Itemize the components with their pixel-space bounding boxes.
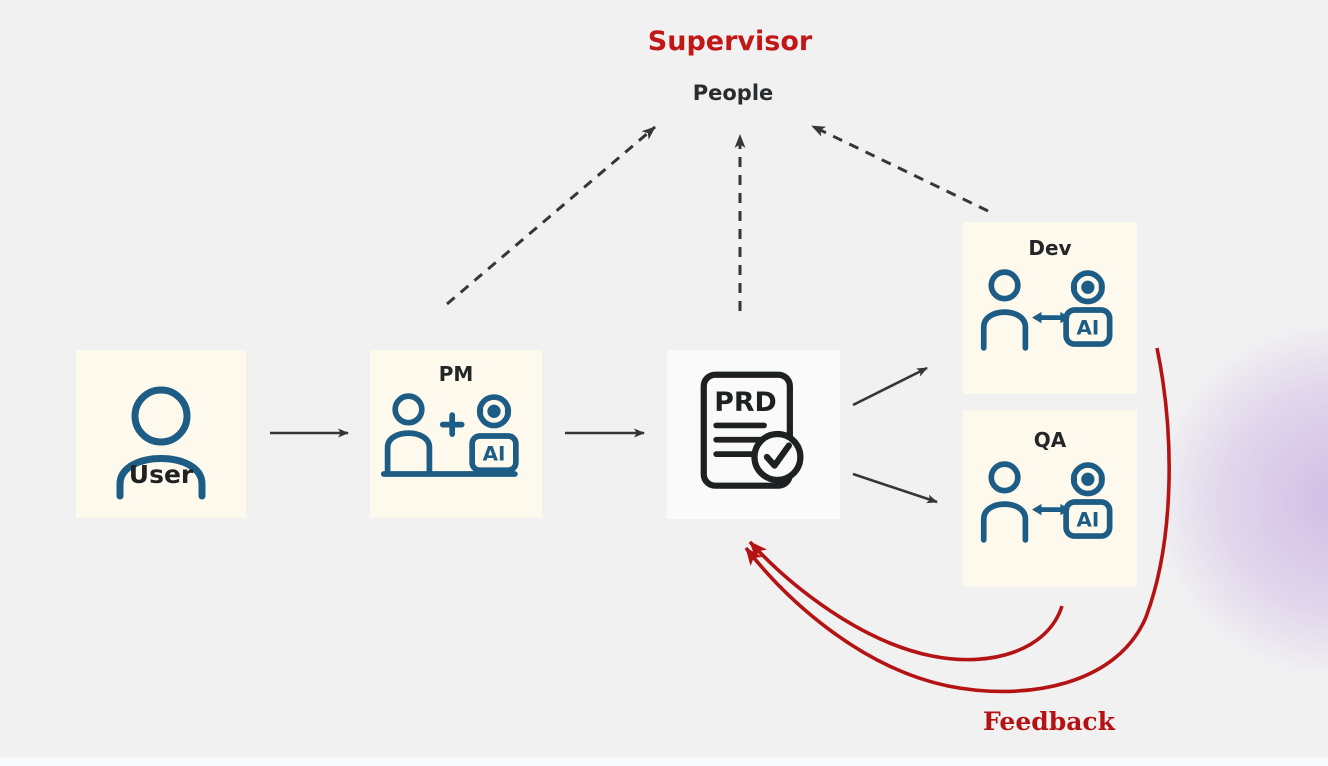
user-person-icon: User bbox=[116, 386, 206, 500]
node-qa: QA AI bbox=[963, 410, 1137, 587]
pm-title: PM bbox=[438, 362, 474, 386]
prd-label: PRD bbox=[714, 387, 776, 418]
arrow-dev-to-people bbox=[811, 124, 989, 213]
dev-title: Dev bbox=[1028, 236, 1072, 260]
node-user: User bbox=[76, 350, 246, 518]
bottom-strip bbox=[0, 757, 1328, 766]
node-prd: PRD bbox=[667, 350, 840, 519]
arrow-prd-to-qa bbox=[852, 472, 938, 504]
qa-title: QA bbox=[1033, 428, 1067, 452]
feedback-label: Feedback bbox=[983, 707, 1115, 736]
qa-ai-label: AI bbox=[1076, 509, 1099, 532]
node-pm: PM AI bbox=[370, 350, 542, 518]
supervisor-title: Supervisor bbox=[647, 26, 813, 57]
pm-person-plus-ai-icon: AI bbox=[380, 393, 519, 477]
plus-icon bbox=[439, 412, 465, 437]
dev-ai-label: AI bbox=[1076, 317, 1099, 340]
pm-ai-label: AI bbox=[483, 442, 506, 466]
people-label: People bbox=[692, 81, 774, 105]
dev-person-ai-icon: AI bbox=[980, 269, 1113, 351]
dashed-supervision-arrows bbox=[446, 124, 989, 311]
prd-document-check-icon: PRD bbox=[700, 371, 804, 489]
arrow-prd-to-dev bbox=[852, 366, 928, 407]
node-dev: Dev AI bbox=[963, 222, 1137, 394]
qa-person-ai-icon: AI bbox=[980, 461, 1113, 543]
user-label: User bbox=[129, 460, 194, 489]
arrow-pm-to-people bbox=[446, 125, 656, 306]
